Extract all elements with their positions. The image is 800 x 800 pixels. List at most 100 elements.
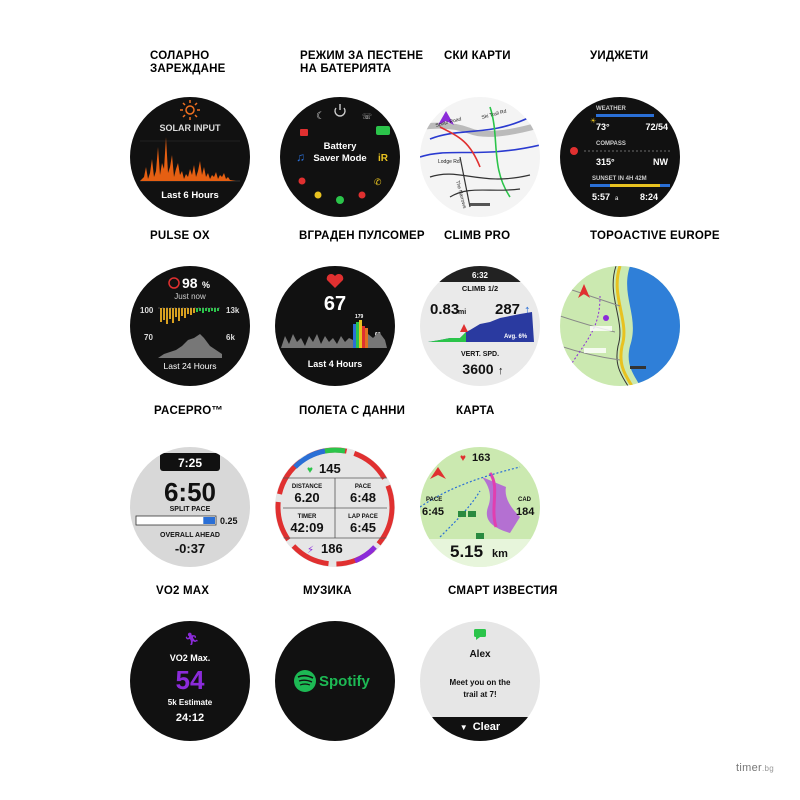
tile-label: TOPOACTIVE EUROPE: [590, 230, 720, 242]
poi-icon: [603, 315, 609, 321]
tile-ski-maps: СКИ КАРТИ Sprite Road Ski Trail Rd Lodge…: [420, 50, 570, 220]
df-distance-label: DISTANCE: [292, 484, 322, 490]
tile-label: МУЗИКА: [303, 585, 352, 597]
tile-vo2max: VO2 MAX 🏃︎ VO2 Max. 54 5k Estimate 24:12: [130, 585, 280, 755]
watch-face-ski-map[interactable]: Sprite Road Ski Trail Rd Lodge Rd The Na…: [420, 97, 540, 217]
climb-title: CLIMB 1/2: [462, 284, 498, 293]
tile-label: CLIMB PRO: [444, 230, 511, 242]
climb-elev: 287: [495, 301, 520, 318]
call-icon: ✆: [374, 177, 382, 187]
watermark-suffix: .bg: [761, 764, 774, 773]
watch-face-vo2max[interactable]: 🏃︎ VO2 Max. 54 5k Estimate 24:12: [130, 621, 250, 741]
tile-heart-rate: ВГРАДЕН ПУЛСОМЕР 67 179 62 Last 4 Hours: [275, 230, 425, 400]
climb-avg: Avg. 6%: [504, 334, 528, 340]
df-timer-value: 42:09: [290, 520, 323, 535]
tile-label: УИДЖЕТИ: [590, 50, 649, 62]
df-pace-value: 6:48: [350, 490, 376, 505]
tile-label: СКИ КАРТИ: [444, 50, 511, 62]
tile-label: СОЛАРНО ЗАРЕЖДАНЕ: [150, 50, 226, 75]
vo2-title: VO2 Max.: [170, 653, 211, 663]
split-label: SPLIT PACE: [170, 506, 211, 513]
ahead-label: OVERALL AHEAD: [160, 532, 220, 539]
heart-icon: [326, 273, 344, 288]
tile-widgets: УИДЖЕТИ WEATHER ☀ 73° 72/54 COMPASS 315°…: [560, 50, 710, 220]
hr-max: 179: [355, 314, 364, 320]
watch-face-climb-pro[interactable]: 6:32 CLIMB 1/2 0.83 mi 287 ↑ Avg. 6% VER…: [420, 266, 540, 386]
tile-climb-pro: CLIMB PRO 6:32 CLIMB 1/2 0.83 mi 287 ↑ A…: [420, 230, 570, 400]
message-icon: [474, 629, 486, 637]
sunset-title: SUNSET IN 4H 42M: [592, 176, 647, 182]
phone-icon: ☏: [362, 112, 372, 121]
tile-topoactive: TOPOACTIVE EUROPE: [560, 230, 720, 400]
settings-icon: [314, 191, 322, 199]
battery-line1: Battery: [324, 141, 357, 152]
clear-label: Clear: [472, 721, 501, 733]
watch-face-widgets[interactable]: WEATHER ☀ 73° 72/54 COMPASS 315° NW SUNS…: [560, 97, 680, 217]
tile-battery-saver: РЕЖИМ ЗА ПЕСТЕНЕ НА БАТЕРИЯТА ☾ ☏ ♫ iR ✆…: [280, 50, 430, 220]
df-distance-value: 6.20: [294, 490, 319, 505]
pulse-ox-footer: Last 24 Hours: [164, 361, 217, 371]
cadence-icon: ⚡: [307, 545, 314, 556]
vo2-est-value: 24:12: [176, 712, 204, 724]
compass-title: COMPASS: [596, 141, 626, 147]
pacepro-pace: 6:50: [164, 477, 216, 507]
y-top-left: 100: [140, 306, 154, 315]
hr-value: 67: [324, 293, 346, 315]
compass-icon: [570, 147, 578, 155]
clear-button[interactable]: ▼ Clear: [420, 717, 540, 741]
compass-deg: 315°: [596, 157, 615, 167]
sunrise-ampm: a: [615, 196, 619, 202]
weather-now: 73°: [596, 122, 610, 132]
map-pace-label: PACE: [426, 497, 442, 503]
vs-label: VERT. SPD.: [461, 351, 499, 358]
position-arrow-icon: [430, 467, 446, 479]
watch-face-pulse-ox[interactable]: 98 % Just now 100 13k 70 6k Last 24 Hour…: [130, 266, 250, 386]
battery-icon: [376, 126, 390, 135]
df-pace-label: PACE: [355, 484, 371, 490]
map-cad-value: 184: [516, 506, 535, 518]
pulse-ox-bars: [160, 308, 195, 324]
tile-label: КАРТА: [456, 405, 495, 417]
tile-data-fields: ПОЛЕТА С ДАННИ ♥ 145 DISTANCE 6.20 PACE …: [275, 405, 425, 575]
activity-icon: [298, 177, 306, 185]
tile-label: РЕЖИМ ЗА ПЕСТЕНЕ НА БАТЕРИЯТА: [300, 50, 424, 75]
watch-face-solar[interactable]: SOLAR INPUT Last 6 Hours: [130, 97, 250, 217]
spotify-brand: Spotify: [319, 673, 370, 690]
pulse-ox-unit: %: [202, 280, 210, 290]
tile-pacepro: PACEPRO™ 7:25 6:50 SPLIT PACE 0.25 OVERA…: [130, 405, 280, 575]
vs-arrow-icon: ↑: [498, 365, 504, 377]
watch-face-map[interactable]: ♥ 163 PACE 6:45 CAD 184 5.15 km: [420, 447, 540, 567]
moon-icon: ☾: [316, 111, 325, 122]
watch-face-pacepro[interactable]: 7:25 6:50 SPLIT PACE 0.25 OVERALL AHEAD …: [130, 447, 250, 567]
solar-title: SOLAR INPUT: [159, 123, 221, 133]
wallet-icon: [300, 129, 308, 136]
hr-graph-gray: [281, 334, 353, 348]
map-distance: 5.15: [450, 542, 483, 561]
ski-road-3: Lodge Rd: [438, 159, 460, 165]
watch-face-battery[interactable]: ☾ ☏ ♫ iR ✆ Battery Saver Mode: [280, 97, 400, 217]
watch-face-music[interactable]: Spotify: [275, 621, 395, 741]
position-arrow-icon: [578, 284, 590, 298]
ir-icon: iR: [378, 153, 389, 164]
df-hr: 145: [319, 461, 341, 476]
tile-music: МУЗИКА Spotify: [275, 585, 425, 755]
map-distance-unit: km: [492, 548, 508, 560]
watch-face-data-fields[interactable]: ♥ 145 DISTANCE 6.20 PACE 6:48 TIMER 42:0…: [275, 447, 395, 567]
spotify-icon: [294, 670, 316, 692]
weather-title: WEATHER: [596, 106, 627, 112]
battery-line2: Saver Mode: [313, 153, 366, 164]
notif-name: Alex: [469, 649, 491, 660]
df-lap-pace-value: 6:45: [350, 520, 376, 535]
sunrise-time: 5:57: [592, 192, 610, 202]
climb-profile: [428, 312, 534, 342]
climb-position-icon: [460, 324, 468, 332]
heart-icon: ♥: [307, 465, 313, 476]
alarm-icon: [358, 191, 366, 199]
tile-smart-notifications: СМАРТ ИЗВЕСТИЯ Alex Meet you on the trai…: [420, 585, 570, 755]
watch-face-heart-rate[interactable]: 67 179 62 Last 4 Hours: [275, 266, 395, 386]
watch-face-topo-map[interactable]: [560, 266, 680, 386]
tile-label: ПОЛЕТА С ДАННИ: [299, 405, 406, 417]
df-timer-label: TIMER: [298, 514, 317, 520]
ski-road-2: Ski Trail Rd: [481, 108, 507, 120]
watch-face-notifications[interactable]: Alex Meet you on the trail at 7! ▼ Clear: [420, 621, 540, 741]
